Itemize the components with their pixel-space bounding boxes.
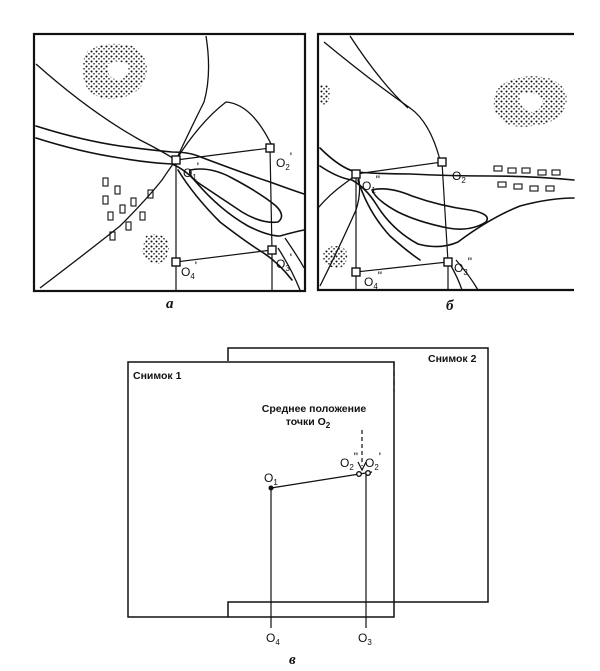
point-c-o4-label: O4 [266,631,280,647]
point-a-o3-marker [267,245,277,255]
mean-position-arrowhead [357,461,367,472]
road-b-3 [317,173,359,209]
photo-1-label: Снимок 1 [133,370,182,382]
road-b-6 [455,259,479,291]
point-c-o2d-label: O2' [365,450,381,472]
point-b-o2-marker [437,157,447,167]
point-a-o2-marker [265,143,275,153]
houses-a [102,177,154,241]
point-a-o2-label: O2' [276,150,292,172]
point-b-o1-marker [351,169,361,179]
mean-position-note-line2: точки O2 [286,416,331,430]
panel-c-caption: в [289,652,296,668]
photo-1-frame [127,361,395,618]
panel-a-frame [32,32,307,293]
point-c-o2-single [365,470,372,477]
point-b-o1-label: O1" [362,173,380,195]
forest-patch-a-small [142,234,169,264]
road-a-3 [175,101,273,161]
panel-b: O1" O2 O3" O4" б [316,32,575,314]
point-b-o4-label: O4" [364,269,382,291]
point-b-o3-label: O3" [454,255,472,277]
point-b-o2-label: O2 [452,169,466,185]
river-bank-a-upper [35,125,305,195]
point-c-o1-label: O1 [264,471,278,487]
point-b-o4-marker [351,267,361,277]
photo-2-label: Снимок 2 [428,353,477,365]
line-o1-o2 [270,471,373,489]
river-bank-b-lower [319,165,575,248]
point-c-o2dd-label: O2" [340,450,358,472]
road-a-5 [284,237,305,269]
panel-c: Снимок 1 Снимок 2 Среднее положение точк… [127,347,489,668]
point-a-o1-label: O1' [183,160,199,182]
photo-2-frame [227,347,489,617]
road-a-2 [175,35,210,161]
panel-b-frame [316,32,574,292]
road-a-4 [39,159,177,289]
point-a-o3-label: O3' [276,251,292,273]
point-a-o4-label: O4' [181,259,197,281]
point-b-o3-marker [443,257,453,267]
road-a-1 [35,63,177,161]
road-b-2 [349,35,409,109]
point-c-o1 [268,485,274,491]
houses-b [493,165,561,192]
point-a-o4-marker [171,257,181,267]
panel-a: O1' O2' O3' O4' а [32,32,307,312]
road-b-1 [323,41,441,161]
river-bank-b-upper [319,147,575,181]
panel-b-caption: б [446,298,454,314]
river-island-a [188,168,283,224]
panel-a-caption: а [166,296,174,312]
river-inner-b [357,179,421,261]
mean-position-note-line1: Среднее положение [262,403,367,415]
point-a-o1-marker [171,155,181,165]
point-c-o2-double [356,471,363,478]
river-inner-a [177,169,293,281]
road-a-6 [277,247,301,291]
river-island-b [371,188,489,230]
forest-patch-b-left [320,84,331,105]
point-c-o3-label: O3 [358,631,372,647]
